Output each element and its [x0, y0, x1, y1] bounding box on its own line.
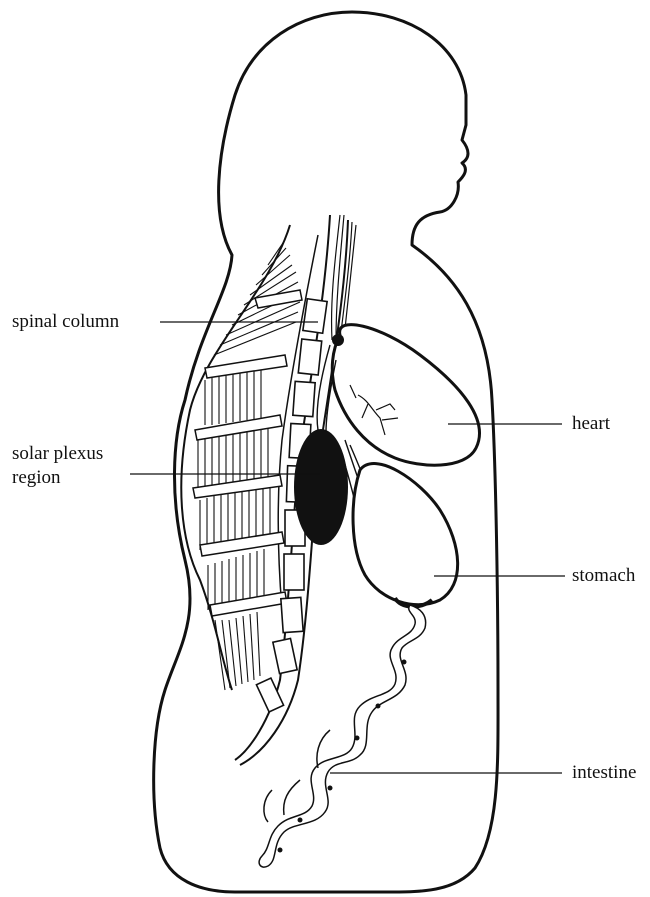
solar-plexus	[294, 429, 348, 545]
label-stomach: stomach	[572, 564, 635, 588]
label-heart: heart	[572, 412, 610, 436]
stomach-organ	[353, 464, 458, 605]
label-spinal-column: spinal column	[12, 310, 119, 334]
label-solar-plexus-line2: region	[12, 466, 142, 490]
label-solar-plexus: solar plexus region	[12, 442, 142, 490]
label-solar-plexus-line1: solar plexus	[12, 442, 142, 466]
label-intestine: intestine	[572, 761, 636, 785]
heart-node	[332, 334, 344, 346]
